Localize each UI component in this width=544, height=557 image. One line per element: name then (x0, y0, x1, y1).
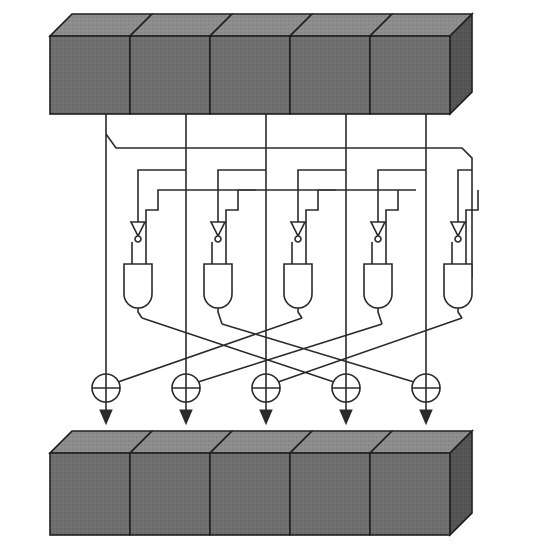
bottom-register-side-texture (450, 431, 472, 535)
top-cell-1-top-texture (50, 14, 152, 36)
top-cell-2-front-texture (130, 36, 210, 114)
xor-gate-5-cross (412, 374, 440, 402)
arrow-5 (419, 409, 433, 426)
and-gate-2 (203, 263, 233, 309)
and-out-1-to-xor (141, 317, 335, 383)
bottom-register (48, 429, 474, 537)
arrow-4 (339, 409, 353, 426)
xor-gate-1-cross (92, 374, 120, 402)
tap-and-4 (385, 190, 399, 264)
tap-and-2 (225, 189, 336, 264)
not-gate-1 (129, 221, 147, 238)
xor-gate-2-cross (172, 374, 200, 402)
bottom-cell-3-top-texture (210, 431, 312, 453)
bottom-cell-2-front-texture (130, 453, 210, 535)
and-out-4-to-xor (197, 323, 383, 383)
tap-not-1 (137, 169, 186, 222)
not-gate-3 (289, 221, 307, 238)
and-out-2-stub (217, 308, 223, 325)
bottom-cell-1-top-texture (50, 431, 152, 453)
and-out-2-to-xor (221, 323, 415, 383)
tap-not-4 (377, 169, 426, 222)
bottom-cell-2-top-texture (130, 431, 232, 453)
top-cell-3-top-texture (210, 14, 312, 36)
tap-and-5 (465, 190, 479, 264)
bottom-cell-4-front-texture (290, 453, 370, 535)
gates (91, 221, 473, 403)
and-out-4-stub (377, 308, 383, 325)
and-gate-1 (123, 263, 153, 309)
not-gate-5-bubble (454, 235, 462, 243)
and-gate-4 (363, 263, 393, 309)
not-gate-5 (449, 221, 467, 238)
top-cell-5-front-texture (370, 36, 450, 114)
not-gate-4-bubble (374, 235, 382, 243)
and-out-3-to-xor (117, 317, 303, 383)
top-cell-4-front-texture (290, 36, 370, 114)
top-register (48, 12, 474, 116)
not-gate-2-bubble (214, 235, 222, 243)
bottom-cell-5-top-texture (370, 431, 472, 453)
wiring (99, 114, 479, 426)
and-gate-3 (283, 263, 313, 309)
bottom-cell-4-top-texture (290, 431, 392, 453)
and-gate-5 (443, 263, 473, 309)
top-cell-4-top-texture (290, 14, 392, 36)
arrow-2 (179, 409, 193, 426)
wraparound-bus (105, 133, 473, 278)
bottom-cell-5-front-texture (370, 453, 450, 535)
top-cell-2-top-texture (130, 14, 232, 36)
arrow-1 (99, 409, 113, 426)
not-gate-4 (369, 221, 387, 238)
and-out-5-stub (457, 308, 463, 319)
not-gate-2 (209, 221, 227, 238)
xor-gate-4-cross (332, 374, 360, 402)
not-gate-1-bubble (134, 235, 142, 243)
and-out-3-stub (297, 308, 303, 319)
bottom-cell-3-front-texture (210, 453, 290, 535)
bottom-cell-1-front-texture (50, 453, 130, 535)
xor-gate-3-cross (252, 374, 280, 402)
arrow-3 (259, 409, 273, 426)
tap-and-1 (145, 189, 256, 264)
and-out-1-stub (137, 308, 143, 319)
top-cell-1-front-texture (50, 36, 130, 114)
tap-not-2 (217, 169, 266, 222)
top-register-side-texture (450, 14, 472, 114)
and-out-5-to-xor (277, 317, 463, 383)
top-cell-5-top-texture (370, 14, 472, 36)
tap-and-3 (305, 189, 416, 264)
tap-not-3 (297, 169, 346, 222)
tap-not-5 (457, 169, 472, 222)
top-cell-3-front-texture (210, 36, 290, 114)
not-gate-3-bubble (294, 235, 302, 243)
